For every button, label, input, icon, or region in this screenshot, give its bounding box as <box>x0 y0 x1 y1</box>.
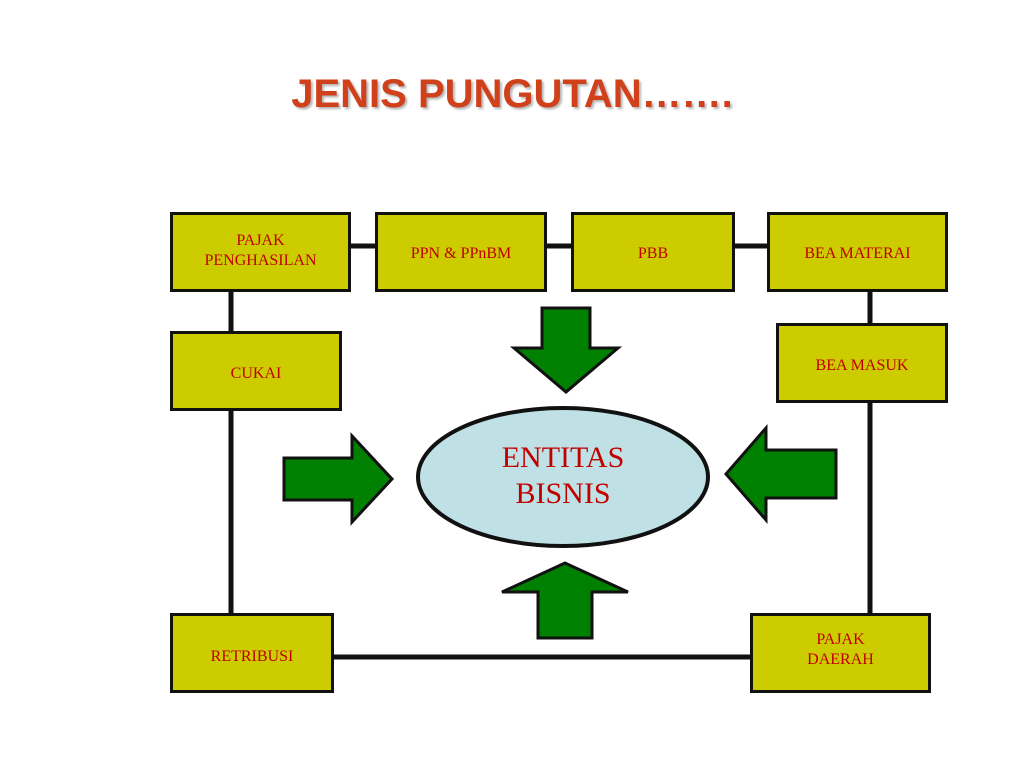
box-bea-masuk: BEA MASUK <box>776 323 948 403</box>
box-pajak-daerah: PAJAK DAERAH <box>750 613 931 693</box>
box-retribusi: RETRIBUSI <box>170 613 334 693</box>
box-pajak-penghasilan-label: PAJAK PENGHASILAN <box>204 232 317 269</box>
box-retribusi-label: RETRIBUSI <box>210 648 294 665</box>
box-pajak-penghasilan: PAJAK PENGHASILAN <box>170 212 351 292</box>
box-cukai: CUKAI <box>170 331 342 411</box>
entitas-bisnis-ellipse <box>416 406 710 548</box>
box-pajak-daerah-label: PAJAK DAERAH <box>807 631 874 668</box>
box-pbb-label: PBB <box>637 245 669 262</box>
box-ppn-ppnbm-label: PPN & PPnBM <box>410 245 512 262</box>
box-pbb: PBB <box>571 212 735 292</box>
arrow-down-icon <box>509 306 623 394</box>
box-bea-materai: BEA MATERAI <box>767 212 948 292</box>
box-cukai-label: CUKAI <box>230 365 282 382</box>
entitas-bisnis-label: ENTITAS BISNIS <box>501 441 625 510</box>
arrow-right-icon <box>282 432 395 526</box>
box-bea-masuk-label: BEA MASUK <box>815 357 909 374</box>
page-title: JENIS PUNGUTAN……. <box>291 72 733 116</box>
arrow-left-icon <box>724 423 838 525</box>
box-bea-materai-label: BEA MATERAI <box>804 245 911 262</box>
box-ppn-ppnbm: PPN & PPnBM <box>375 212 547 292</box>
arrow-up-icon <box>501 561 629 640</box>
